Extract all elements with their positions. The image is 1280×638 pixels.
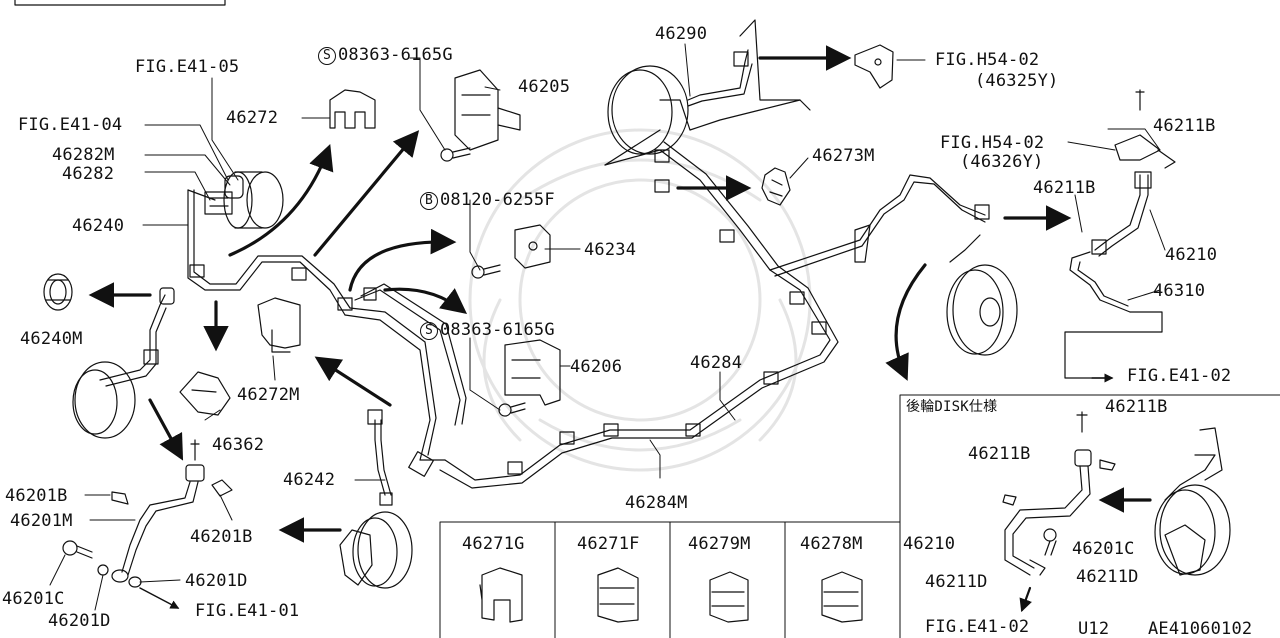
inset-box [899, 394, 1280, 638]
label-fig-e41-02-top: FIG.E41-02 [1127, 366, 1232, 386]
inset-title: 後輪DISK仕様 [906, 399, 998, 415]
label-46201b-mid: 46201B [190, 527, 253, 547]
label-46201m: 46201M [10, 511, 73, 531]
diagram-code: AE41060102 [1148, 619, 1253, 638]
symbol-s-circle: S [420, 322, 438, 340]
label-fig-h54-02-top: FIG.H54-02 [935, 50, 1040, 70]
rear-right-drum [946, 234, 1018, 356]
label-46326y: (46326Y) [960, 152, 1044, 172]
label-46201c-left: 46201C [2, 589, 65, 609]
inset-parts [1002, 411, 1231, 576]
bolt-s-top-number: 08363-6165G [338, 45, 453, 65]
label-fig-e41-02-bottom: FIG.E41-02 [925, 617, 1030, 637]
symbol-s-circle: S [318, 47, 336, 65]
label-46290: 46290 [655, 24, 708, 44]
label-46211b-inset-a: 46211B [1105, 397, 1168, 417]
label-46201d-mid: 46201D [185, 571, 248, 591]
right-hose [1064, 89, 1176, 379]
small-clips [179, 69, 561, 416]
rear-left-disc [339, 409, 413, 589]
label-46211d-inset-a: 46211D [1076, 567, 1139, 587]
top-drum [604, 19, 811, 166]
label-46205: 46205 [518, 77, 571, 97]
clip-table-icons [479, 567, 863, 623]
clip-label-46271f: 46271F [577, 534, 640, 554]
label-fig-e41-04: FIG.E41-04 [18, 115, 123, 135]
label-46211b-inset-b: 46211B [968, 444, 1031, 464]
label-46282m: 46282M [52, 145, 115, 165]
front-left-parts [43, 273, 175, 439]
label-46210-inset: 46210 [903, 534, 956, 554]
label-46201d-bottom: 46201D [48, 611, 111, 631]
label-fig-h54-02-right: FIG.H54-02 [940, 133, 1045, 153]
bracket-46273m [761, 167, 791, 206]
hose-46201m [62, 439, 233, 588]
label-46273m: 46273M [812, 146, 875, 166]
arrows [88, 45, 1152, 543]
label-46201c-inset: 46201C [1072, 539, 1135, 559]
brake-pipes-left [187, 189, 467, 461]
label-46272: 46272 [226, 108, 279, 128]
label-46272m: 46272M [237, 385, 300, 405]
label-46242: 46242 [283, 470, 336, 490]
label-46282: 46282 [62, 164, 115, 184]
clip-label-46271g: 46271G [462, 534, 525, 554]
label-46240m: 46240M [20, 329, 83, 349]
model-code: U12 [1078, 619, 1110, 638]
label-46211b-top-right: 46211B [1153, 116, 1216, 136]
bolt-b-number: 08120-6255F [440, 190, 555, 210]
clip-table-grid [439, 521, 901, 638]
label-fig-e41-01: FIG.E41-01 [195, 601, 300, 621]
label-46362: 46362 [212, 435, 265, 455]
label-46201b-left: 46201B [5, 486, 68, 506]
clip-label-46279m: 46279M [688, 534, 751, 554]
leader-lines [49, 43, 1166, 611]
label-46234: 46234 [584, 240, 637, 260]
label-46284m: 46284M [625, 493, 688, 513]
bracket-fig-h54 [854, 44, 894, 89]
bolt-s-mid-number: 08363-6165G [440, 320, 555, 340]
master-cylinder [204, 171, 284, 229]
label-46210-top: 46210 [1165, 245, 1218, 265]
bolts [440, 147, 526, 417]
label-46325y: (46325Y) [975, 71, 1059, 91]
label-46206: 46206 [570, 357, 623, 377]
symbol-b-circle: B [420, 192, 438, 210]
label-46211b-right: 46211B [1033, 178, 1096, 198]
rear-pipe [408, 141, 839, 489]
label-fig-e41-05: FIG.E41-05 [135, 57, 240, 77]
upper-right-pipe [769, 174, 990, 277]
clip-label-46278m: 46278M [800, 534, 863, 554]
label-46211d-inset-b: 46211D [925, 572, 988, 592]
label-46284: 46284 [690, 353, 743, 373]
watermark-emblem [468, 128, 812, 472]
label-46310: 46310 [1153, 281, 1206, 301]
label-46240: 46240 [72, 216, 125, 236]
